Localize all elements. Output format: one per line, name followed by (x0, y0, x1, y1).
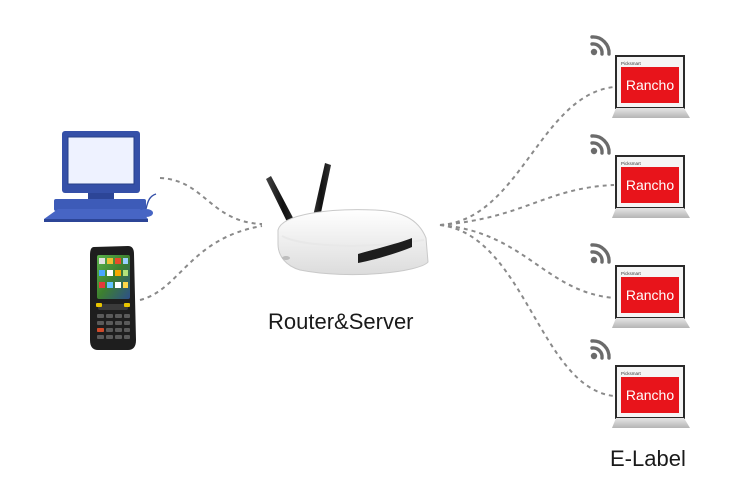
label-text: Rancho (626, 287, 674, 303)
label-stand (612, 108, 690, 118)
label-stand (612, 418, 690, 428)
label-screen (621, 377, 679, 413)
wifi-icon (589, 134, 611, 156)
electronic-shelf-label-1: Picksmart Rancho (589, 35, 690, 118)
electronic-shelf-label-4: Picksmart Rancho (589, 339, 690, 428)
handheld-terminal-icon (90, 246, 136, 350)
connector-router-label-2 (439, 184, 615, 226)
label-text: Rancho (626, 177, 674, 193)
label-screen (621, 167, 679, 203)
wifi-icon (589, 35, 611, 57)
label-text: Rancho (626, 387, 674, 403)
label-brand: Picksmart (621, 161, 642, 166)
elabel-caption: E-Label (610, 446, 686, 471)
label-brand: Picksmart (621, 271, 642, 276)
electronic-shelf-label-2: Picksmart Rancho (589, 134, 690, 218)
label-stand (612, 318, 690, 328)
connector-handheld-router (139, 225, 263, 301)
label-screen (621, 67, 679, 103)
connector-computer-router (159, 177, 263, 225)
wifi-icon (589, 339, 611, 361)
router-caption: Router&Server (268, 309, 414, 334)
wifi-icon (589, 243, 611, 265)
label-screen (621, 277, 679, 313)
label-text: Rancho (626, 77, 674, 93)
router-icon (266, 163, 429, 276)
computer-icon (44, 131, 157, 222)
connector-router-label-3 (439, 224, 615, 299)
connector-router-label-4 (439, 224, 615, 397)
electronic-shelf-label-3: Picksmart Rancho (589, 243, 690, 328)
connector-router-label-1 (439, 86, 615, 226)
label-stand (612, 208, 690, 218)
connector-lines (139, 86, 615, 397)
label-brand: Picksmart (621, 371, 642, 376)
label-brand: Picksmart (621, 61, 642, 66)
